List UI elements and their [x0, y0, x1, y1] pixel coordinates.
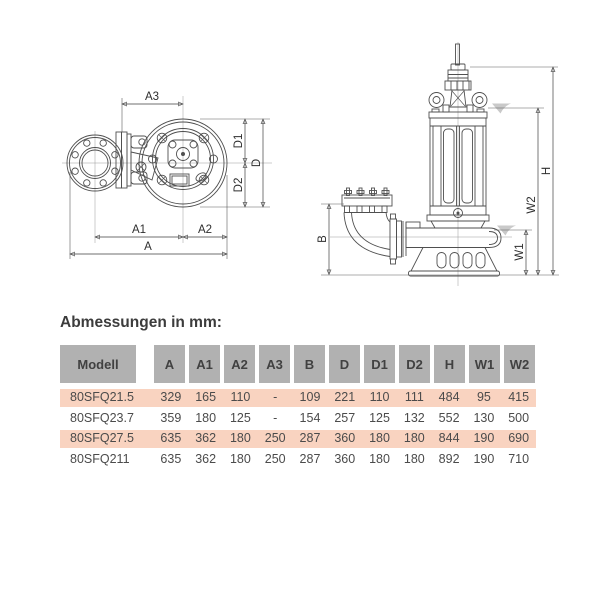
cell: 109	[299, 390, 321, 404]
col-header-modell: Modell	[60, 345, 136, 383]
cell: 180	[403, 451, 425, 466]
cell: 635	[160, 431, 182, 445]
col-header-d1: D1	[364, 345, 395, 383]
cell: 484	[438, 390, 460, 404]
dim-label-d2: D2	[233, 178, 245, 193]
cell: 710	[508, 451, 530, 466]
cell: 125	[369, 410, 390, 425]
cell: 287	[299, 451, 321, 466]
cell: 415	[508, 390, 530, 404]
cell: 690	[508, 431, 530, 445]
cell: 360	[334, 451, 356, 466]
dim-label-w2: W2	[526, 196, 538, 213]
cell: 360	[334, 431, 356, 445]
dim-label-a3: A3	[145, 91, 159, 103]
cell: 287	[299, 431, 321, 445]
cell: 130	[473, 410, 495, 425]
dim-label-d1: D1	[233, 134, 245, 149]
cell: 844	[438, 431, 460, 445]
pump-top-view: A3 D1 D2 D A1 A2 A	[62, 91, 272, 259]
cell: -	[273, 390, 278, 404]
dim-label-a1: A1	[132, 224, 146, 236]
cell: 190	[473, 431, 495, 445]
dim-label-a: A	[144, 241, 152, 253]
col-header-w2: W2	[504, 345, 535, 383]
cell-model: 80SFQ211	[70, 451, 130, 466]
cell: 635	[160, 451, 182, 466]
table-row: 80SFQ27.5 635 362 180 250 287 360 180 18…	[60, 430, 536, 448]
table-title: Abmessungen in mm:	[60, 314, 222, 331]
cell: 165	[195, 390, 217, 404]
cell: 110	[369, 390, 390, 404]
cell-model: 80SFQ23.7	[70, 410, 134, 425]
dim-label-w1: W1	[514, 243, 526, 260]
col-header-d2: D2	[399, 345, 430, 383]
cell: 892	[438, 451, 460, 466]
cell: 180	[369, 431, 390, 445]
pump-side-view: B H W2 W1	[317, 42, 559, 286]
cell: 250	[264, 431, 286, 445]
cell: 362	[195, 451, 217, 466]
cell: 329	[160, 390, 182, 404]
table-header-row: Modell A A1 A2 A3 B D D1 D2 H W1 W2	[60, 345, 536, 383]
cell: 221	[334, 390, 356, 404]
cell: 500	[508, 410, 530, 425]
cell: 552	[438, 410, 460, 425]
cell: 180	[369, 451, 390, 466]
table-row: 80SFQ23.7 359 180 125 - 154 257 125 132 …	[60, 410, 536, 428]
table-row: 80SFQ211 635 362 180 250 287 360 180 180…	[60, 451, 536, 469]
cell-model: 80SFQ27.5	[70, 431, 134, 445]
dim-label-h: H	[541, 167, 553, 175]
cell: 154	[299, 410, 321, 425]
cell: 359	[160, 410, 182, 425]
col-header-w1: W1	[469, 345, 500, 383]
dim-label-d: D	[251, 159, 263, 167]
col-header-h: H	[434, 345, 465, 383]
cell-model: 80SFQ21.5	[70, 390, 134, 404]
table-row: 80SFQ21.5 329 165 110 - 109 221 110 111 …	[60, 389, 536, 407]
water-level-icon	[497, 225, 516, 236]
water-level-icon	[492, 103, 511, 114]
col-header-a1: A1	[189, 345, 220, 383]
col-header-a3: A3	[259, 345, 290, 383]
cell: 110	[230, 390, 251, 404]
dimensions-table: Modell A A1 A2 A3 B D D1 D2 H W1 W2 80SF…	[60, 345, 536, 471]
col-header-a: A	[154, 345, 185, 383]
col-header-d: D	[329, 345, 360, 383]
cell: 257	[334, 410, 356, 425]
dim-label-b: B	[317, 235, 329, 243]
col-header-a2: A2	[224, 345, 255, 383]
pump-technical-drawing: A3 D1 D2 D A1 A2 A	[62, 42, 559, 286]
cell: 111	[404, 390, 424, 404]
col-header-b: B	[294, 345, 325, 383]
cell: 180	[195, 410, 217, 425]
cell: 180	[229, 431, 251, 445]
cell: 180	[403, 431, 425, 445]
cell: 132	[403, 410, 425, 425]
cell: 125	[229, 410, 251, 425]
cell: 190	[473, 451, 495, 466]
dim-label-a2: A2	[198, 224, 212, 236]
cell: 95	[476, 390, 491, 404]
cell: 180	[229, 451, 251, 466]
cell: -	[273, 410, 278, 425]
cell: 362	[195, 431, 217, 445]
cell: 250	[264, 451, 286, 466]
